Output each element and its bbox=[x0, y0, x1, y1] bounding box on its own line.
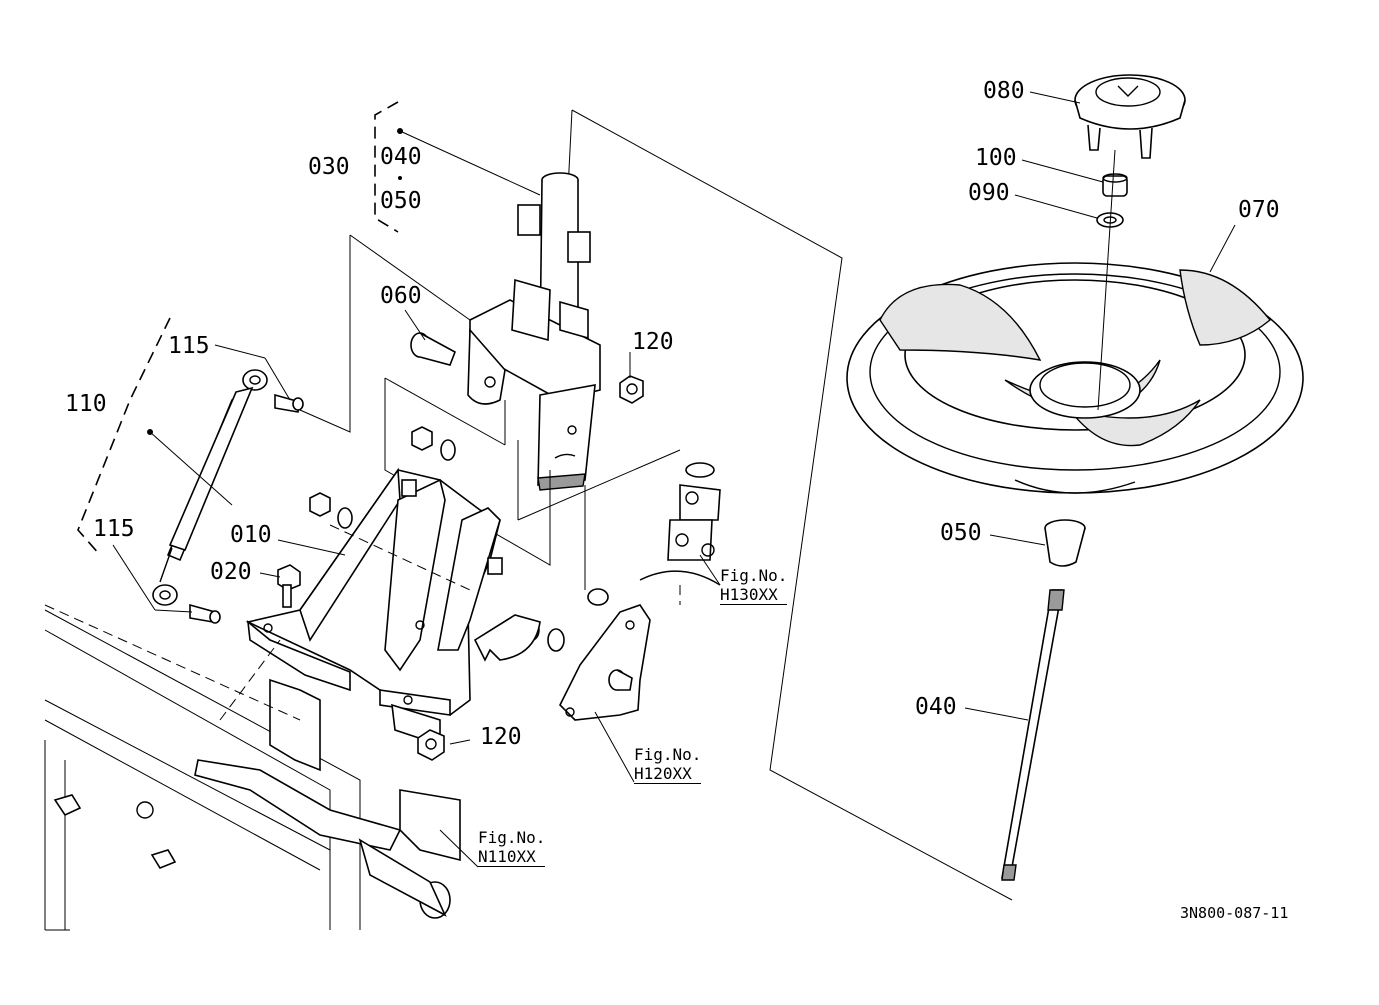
leader-lines bbox=[112, 91, 1236, 868]
nut-120-top-part bbox=[619, 375, 644, 404]
label-080: 080 bbox=[983, 78, 1025, 104]
bolt-060-part bbox=[410, 332, 456, 366]
nut-120-bottom-part bbox=[417, 729, 445, 761]
label-100: 100 bbox=[975, 145, 1017, 171]
label-120-bottom: 120 bbox=[480, 724, 522, 750]
fig-ref-h120xx-code: H120XX bbox=[634, 764, 702, 785]
label-020: 020 bbox=[210, 559, 252, 585]
fig-ref-n110xx-prefix: Fig.No. bbox=[478, 828, 546, 847]
label-070: 070 bbox=[1238, 197, 1280, 223]
gas-spring-part bbox=[152, 369, 304, 624]
fig-ref-h120xx-prefix: Fig.No. bbox=[634, 745, 702, 764]
label-110: 110 bbox=[65, 391, 107, 417]
fig-ref-n110xx: Fig.No. N110XX bbox=[478, 828, 546, 868]
gear-segment-part bbox=[473, 614, 541, 662]
fig-ref-h120xx: Fig.No. H120XX bbox=[634, 745, 702, 785]
universal-joint-part bbox=[639, 462, 721, 605]
label-040: 040 bbox=[915, 694, 957, 720]
steering-wheel-part bbox=[846, 262, 1304, 494]
lever-arm-part bbox=[559, 604, 651, 721]
label-115-bottom: 115 bbox=[93, 516, 135, 542]
fig-ref-h130xx-prefix: Fig.No. bbox=[720, 566, 788, 585]
bushing-050-part bbox=[1044, 519, 1086, 567]
fig-ref-n110xx-code: N110XX bbox=[478, 847, 546, 868]
label-010: 010 bbox=[230, 522, 272, 548]
label-090: 090 bbox=[968, 180, 1010, 206]
label-060: 060 bbox=[380, 283, 422, 309]
label-120-top: 120 bbox=[632, 329, 674, 355]
label-115-top: 115 bbox=[168, 333, 210, 359]
label-050-group: 050 bbox=[380, 188, 422, 214]
shaft-040-part bbox=[1001, 589, 1065, 881]
document-id: 3N800-087-11 bbox=[1180, 904, 1289, 922]
fig-ref-h130xx-code: H130XX bbox=[720, 585, 788, 606]
chassis-frame-part bbox=[44, 604, 461, 931]
center-cap-part bbox=[1074, 74, 1186, 159]
small-nut-washer-parts bbox=[309, 426, 609, 652]
bracket-010-part bbox=[245, 467, 503, 747]
bolt-020-part bbox=[277, 564, 301, 608]
nut-100-part bbox=[1102, 173, 1128, 197]
fig-ref-h130xx: Fig.No. H130XX bbox=[720, 566, 788, 606]
label-040-group: 040 bbox=[380, 144, 422, 170]
label-050: 050 bbox=[940, 520, 982, 546]
steering-column-part bbox=[467, 172, 601, 491]
label-030: 030 bbox=[308, 154, 350, 180]
